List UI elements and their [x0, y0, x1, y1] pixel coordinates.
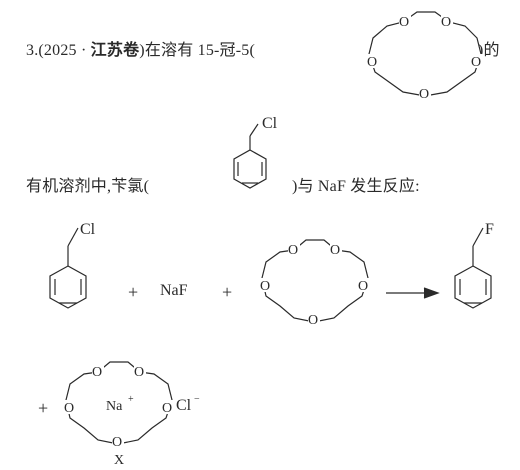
benzyl-fluoride-product: F — [454, 221, 494, 309]
ring-oxygen: O — [419, 87, 429, 102]
ring-oxygen: O — [330, 243, 340, 258]
source-open: (2025 — [38, 42, 77, 59]
ring-oxygen: O — [367, 55, 377, 70]
x-label: X — [114, 453, 124, 468]
chloro-label: Cl — [262, 115, 278, 132]
ring-oxygen: O — [112, 435, 122, 450]
chloro-label: Cl — [80, 221, 96, 238]
ring-oxygen: O — [399, 15, 409, 30]
ring-oxygen: O — [308, 313, 318, 328]
chloride-charge: − — [194, 394, 200, 405]
ring-oxygen: O — [92, 365, 102, 380]
fluoro-label: F — [485, 221, 494, 238]
ring-oxygen: O — [471, 55, 481, 70]
question-line-2: 有机溶剂中,苄氯( — [26, 172, 149, 196]
source-close: ) — [139, 42, 145, 59]
question-line-1: 3.(2025 · 江苏卷)在溶有 15-冠-5( — [26, 36, 255, 60]
ring-oxygen: O — [358, 279, 368, 294]
question-text-b: )的 — [478, 42, 500, 59]
plus-sign: + — [38, 398, 49, 418]
sodium-fluoride-label: NaF — [160, 282, 188, 299]
chloride-label: Cl — [176, 397, 192, 414]
ring-oxygen: O — [134, 365, 144, 380]
question-number: 3. — [26, 42, 39, 59]
ring-oxygen: O — [288, 243, 298, 258]
ring-oxygen: O — [162, 401, 172, 416]
question-text-a: 在溶有 15-冠-5( — [144, 42, 255, 59]
question-text-c: 有机溶剂中,苄氯( — [26, 178, 150, 195]
source-dot: · — [80, 42, 87, 59]
benzyl-chloride-inline: Cl — [233, 115, 278, 189]
plus-sign: + — [128, 282, 139, 302]
sodium-label: Na — [106, 399, 123, 414]
source-name: 江苏卷 — [90, 42, 140, 59]
ring-oxygen: O — [260, 279, 270, 294]
crown-ether-15-crown-5: O O O O O — [260, 239, 370, 328]
crown-ether-sodium-complex: O O O O O Na + Cl − X — [64, 361, 200, 468]
crown-ether-15-crown-5-inline: O O O O O — [367, 11, 483, 102]
ring-oxygen: O — [64, 401, 74, 416]
sodium-charge: + — [128, 394, 134, 405]
question-text-d: )与 NaF 发生反应: — [292, 178, 420, 195]
reaction-arrow — [386, 287, 440, 299]
plus-sign: + — [222, 282, 233, 302]
benzyl-chloride-reactant: Cl — [49, 221, 96, 309]
ring-oxygen: O — [441, 15, 451, 30]
